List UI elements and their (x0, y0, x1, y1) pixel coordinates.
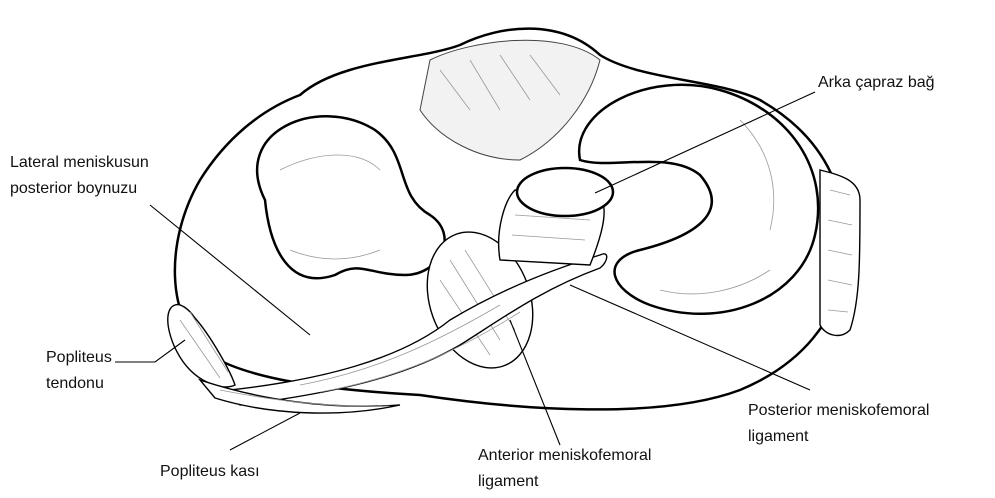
label-popliteus-kasi: Popliteus kası (160, 463, 260, 480)
label-popliteus-tendonu-line2: tendonu (46, 375, 104, 392)
label-lateral-meniskus-line2: posterior boynuzu (10, 180, 137, 197)
label-popliteus-tendonu-line1: Popliteus (46, 349, 112, 366)
medial-edge-process (820, 170, 860, 335)
label-posterior-mfl-line2: ligament (748, 428, 809, 445)
label-arka-capraz-bag: Arka çapraz bağ (818, 74, 935, 91)
label-lateral-meniskus-line1: Lateral meniskusun (10, 154, 149, 171)
label-anterior-mfl-line1: Anterior meniskofemoral (478, 447, 651, 464)
label-anterior-mfl-line2: ligament (478, 473, 539, 490)
label-posterior-mfl-line1: Posterior meniskofemoral (748, 402, 929, 419)
leader-popliteus-kasi (230, 413, 300, 450)
